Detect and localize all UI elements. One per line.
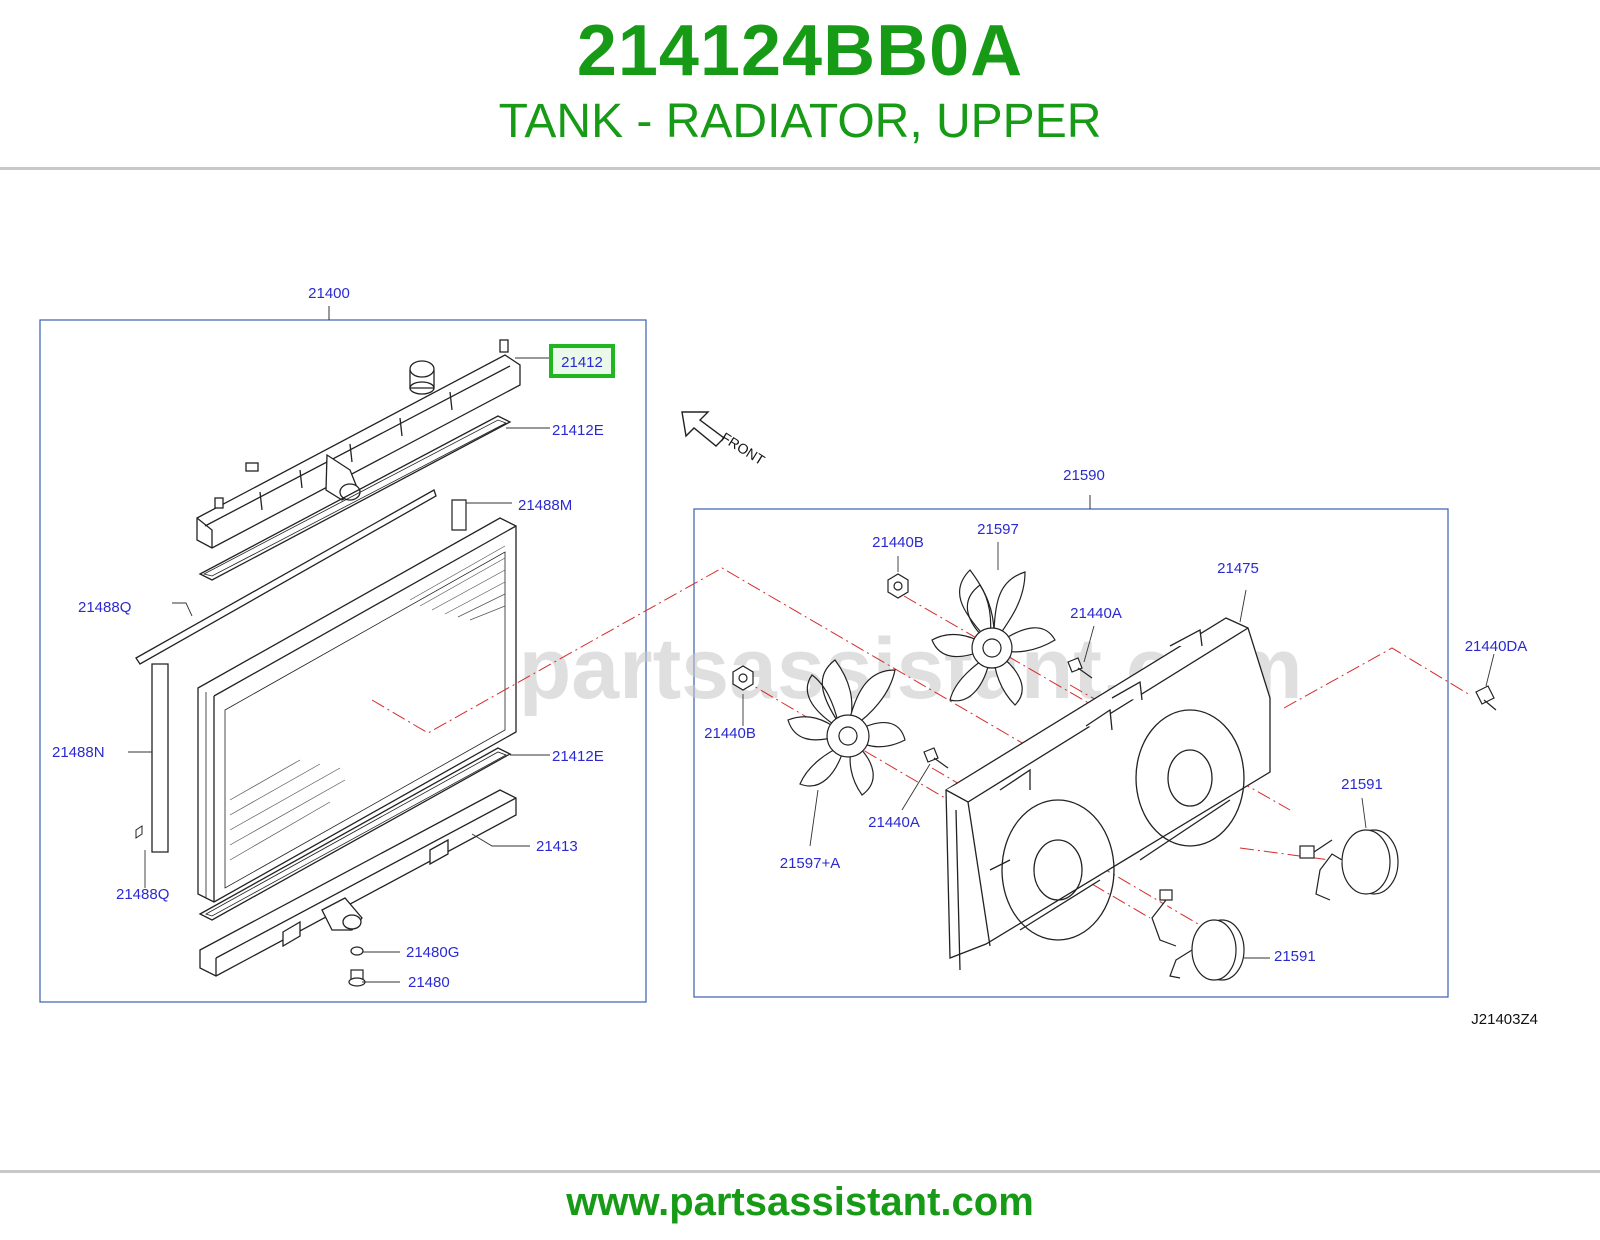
callout-21440B-lower[interactable]: 21440B <box>704 725 756 742</box>
fan-shroud-drawing <box>945 617 1271 971</box>
part-description: TANK - RADIATOR, UPPER <box>498 95 1102 148</box>
front-arrow-icon <box>681 411 726 447</box>
fasteners-drawing <box>732 573 1497 769</box>
upper-fan-drawing <box>931 569 1056 706</box>
callout-21480G[interactable]: 21480G <box>406 944 459 961</box>
callout-21488Q-upper[interactable]: 21488Q <box>78 599 131 616</box>
callout-21591-right[interactable]: 21591 <box>1341 776 1383 793</box>
highlighted-callout-box <box>549 344 615 378</box>
upper-tank-drawing <box>196 339 521 549</box>
radiator-fins <box>229 545 506 861</box>
callout-21480[interactable]: 21480 <box>408 974 450 991</box>
callout-21412[interactable]: 21412 <box>561 354 603 371</box>
fan-motors-drawing <box>1151 829 1399 981</box>
callout-21597[interactable]: 21597 <box>977 521 1019 538</box>
parts-diagram-svg: 21400 21590 www.partsassistant.com <box>39 285 1538 1028</box>
callout-21591-bottom[interactable]: 21591 <box>1274 948 1316 965</box>
callout-21412E-upper[interactable]: 21412E <box>552 422 604 439</box>
callout-21488N[interactable]: 21488N <box>52 744 105 761</box>
callout-21440DA[interactable]: 21440DA <box>1465 638 1528 655</box>
header-divider <box>0 167 1600 170</box>
callout-21590[interactable]: 21590 <box>1063 467 1105 484</box>
callout-21488Q-lower[interactable]: 21488Q <box>116 886 169 903</box>
callout-21440B-upper[interactable]: 21440B <box>872 534 924 551</box>
radiator-assembly-box <box>39 319 647 1003</box>
callout-21475[interactable]: 21475 <box>1217 560 1259 577</box>
radiator-core-drawing <box>197 517 517 903</box>
front-label: FRONT <box>718 429 768 468</box>
fan-assembly-box <box>693 508 1449 998</box>
part-number-title: 214124BB0A <box>576 11 1024 91</box>
callout-21488M[interactable]: 21488M <box>518 497 572 514</box>
callout-21400[interactable]: 21400 <box>308 285 350 302</box>
callout-21440A-lower[interactable]: 21440A <box>868 814 920 831</box>
callout-21413[interactable]: 21413 <box>536 838 578 855</box>
callout-21412E-lower[interactable]: 21412E <box>552 748 604 765</box>
callout-21597A[interactable]: 21597+A <box>780 855 840 872</box>
footer-divider <box>0 1170 1600 1173</box>
page-header: 214124BB0A TANK - RADIATOR, UPPER <box>0 0 1600 170</box>
callout-21440A-upper[interactable]: 21440A <box>1070 605 1122 622</box>
lower-fan-drawing <box>787 659 906 796</box>
lower-tank-drawing <box>199 789 517 977</box>
diagram-code: J21403Z4 <box>1471 1011 1538 1028</box>
footer-url[interactable]: www.partsassistant.com <box>566 1180 1034 1224</box>
parts-diagram: 21400 21590 www.partsassistant.com <box>0 170 1600 1170</box>
